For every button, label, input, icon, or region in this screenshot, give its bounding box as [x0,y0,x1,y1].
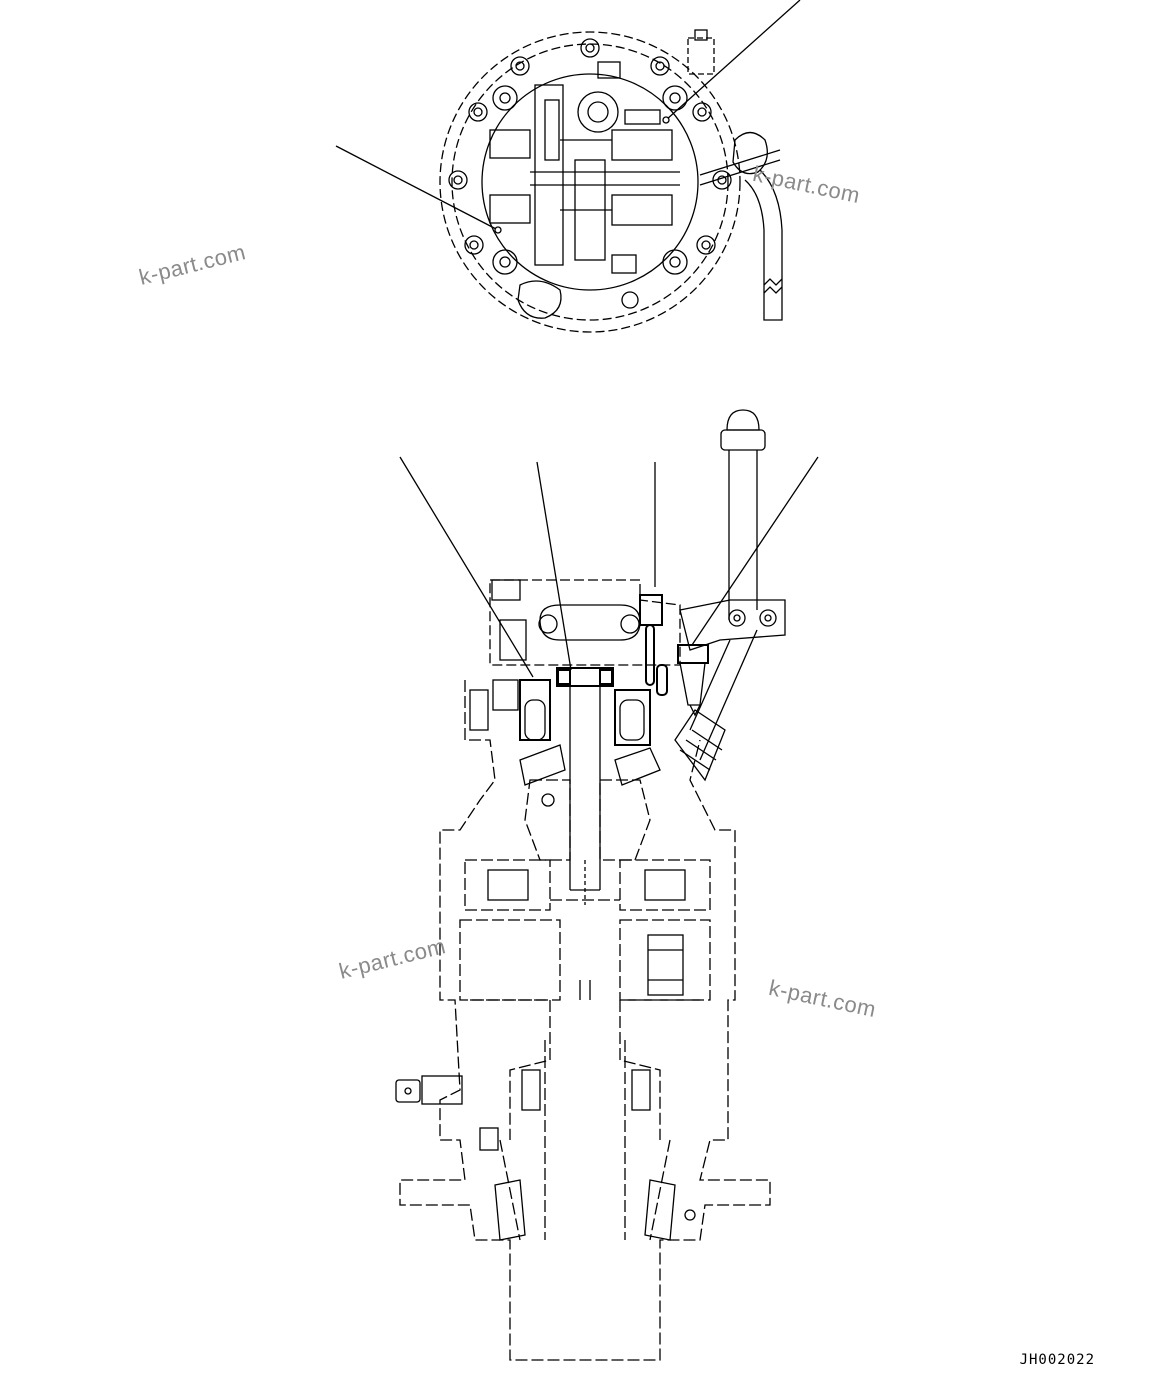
side-view-section [395,409,819,1361]
angled-hose-fitting [674,709,726,782]
main-body-outline [399,680,771,1361]
rim-bolts [448,38,732,309]
drawing-id: JH002022 [1019,1352,1095,1368]
right-piston-assembly [614,594,709,786]
left-piston-assembly [469,679,566,807]
hose-with-cap [720,409,766,620]
top-view-motor-face [335,0,801,333]
mounting-bracket [679,599,786,761]
upper-housing [489,579,681,666]
top-leader-lines [335,0,801,234]
side-leader-lines [399,456,819,678]
center-shaft [556,667,614,1000]
inner-components [395,869,696,1241]
top-valve-block [489,61,680,319]
top-side-fitting [687,29,783,321]
